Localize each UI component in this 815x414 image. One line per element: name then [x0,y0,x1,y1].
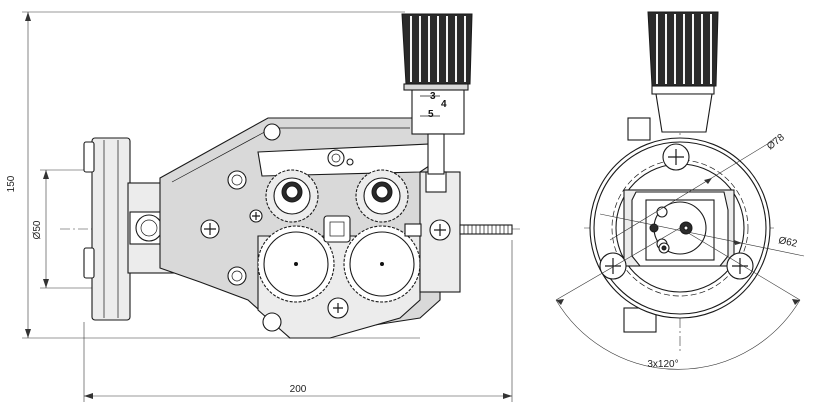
length-dimension: 200 [83,240,513,402]
outlet-guide [404,171,513,293]
bolt-pattern-label: 3x120° [647,359,678,370]
bore-label: Ø50 [32,220,43,239]
scale-mid-value: 4 [441,99,447,110]
outer-diameter-label: Ø78 [765,132,787,153]
side-view: 150 Ø50 200 [6,11,520,402]
front-knob [623,11,719,333]
inner-diameter-label: Ø62 [777,235,798,250]
scale-bottom-value: 5 [428,109,434,120]
center-clamp [323,215,351,243]
length-label: 200 [290,384,307,395]
mounting-flange [83,137,131,321]
screw-icons [200,209,263,239]
front-screws [599,143,754,280]
height-dimension: 150 [6,11,420,339]
lower-rollers [257,225,421,303]
front-view: Ø78 Ø62 3x120° [555,11,805,370]
upper-rollers [265,169,409,223]
height-label: 150 [6,175,17,192]
inner-diameter-callout: Ø62 [599,213,805,257]
scale-top-value: 3 [430,91,436,102]
tension-knob: 3 4 5 [401,13,473,175]
bolt-pattern-callout: 3x120° [555,227,801,370]
